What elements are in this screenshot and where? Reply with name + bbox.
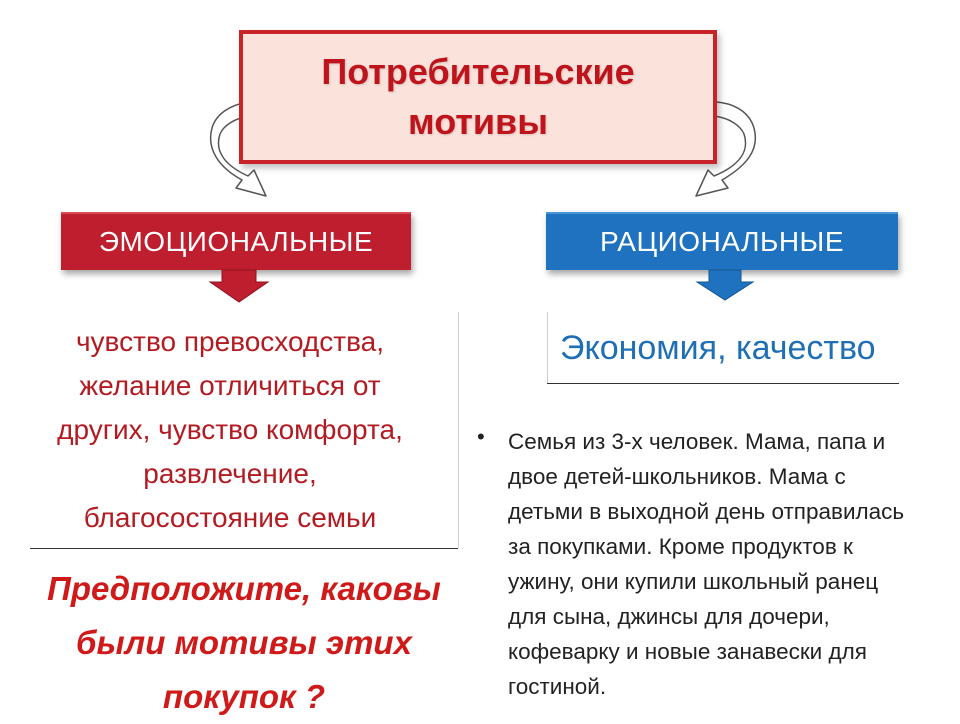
question-line: покупок ? [162,678,326,715]
story-line: за покупками. Кроме продуктов к [508,534,853,559]
title-box: Потребительские мотивы [239,30,717,164]
story-line: гостиной. [508,674,607,699]
emotional-divider [30,548,458,549]
question-text: Предположите, каковы были мотивы этих по… [30,562,458,724]
rational-divider [547,383,899,384]
emotional-motive-line: развлечение, [143,458,317,489]
story-line: двое детей-школьников. Мама с [508,464,846,489]
title-line-2: мотивы [408,101,548,142]
emotional-vertical-rule [458,312,459,548]
story-line: для сына, джинсы для дочери, [508,604,830,629]
rational-motives-text: Экономия, качество [560,329,876,367]
question-line: Предположите, каковы [47,570,441,607]
title-line-1: Потребительские [321,51,635,92]
rational-category-label: РАЦИОНАЛЬНЫЕ [599,226,845,257]
emotional-motive-line: других, чувство комфорта, [57,414,403,445]
emotional-motive-line: чувство превосходства, [75,326,385,357]
emotional-motive-line: благосостояние семьи [83,502,377,533]
emotional-category-label: ЭМОЦИОНАЛЬНЫЕ [98,226,374,257]
emotional-motive-line: желание отличиться от [79,370,381,401]
rational-vertical-rule [547,312,548,383]
story-text: Семья из 3-х человек. Мама, папа и двое … [508,424,948,704]
story-line: ужину, они купили школьный ранец [508,569,879,594]
emotional-motives-list: чувство превосходства, желание отличитьс… [30,320,430,540]
emotional-category-box: ЭМОЦИОНАЛЬНЫЕ [61,212,411,270]
rational-category-box: РАЦИОНАЛЬНЫЕ [546,212,898,270]
story-line: Семья из 3-х человек. Мама, папа и [508,429,886,454]
bullet-icon: • [477,424,485,449]
story-line: детьми в выходной день отправилась [508,499,905,524]
story-line: кофеварку и новые занавески для [508,639,867,664]
question-line: были мотивы этих [76,624,412,661]
